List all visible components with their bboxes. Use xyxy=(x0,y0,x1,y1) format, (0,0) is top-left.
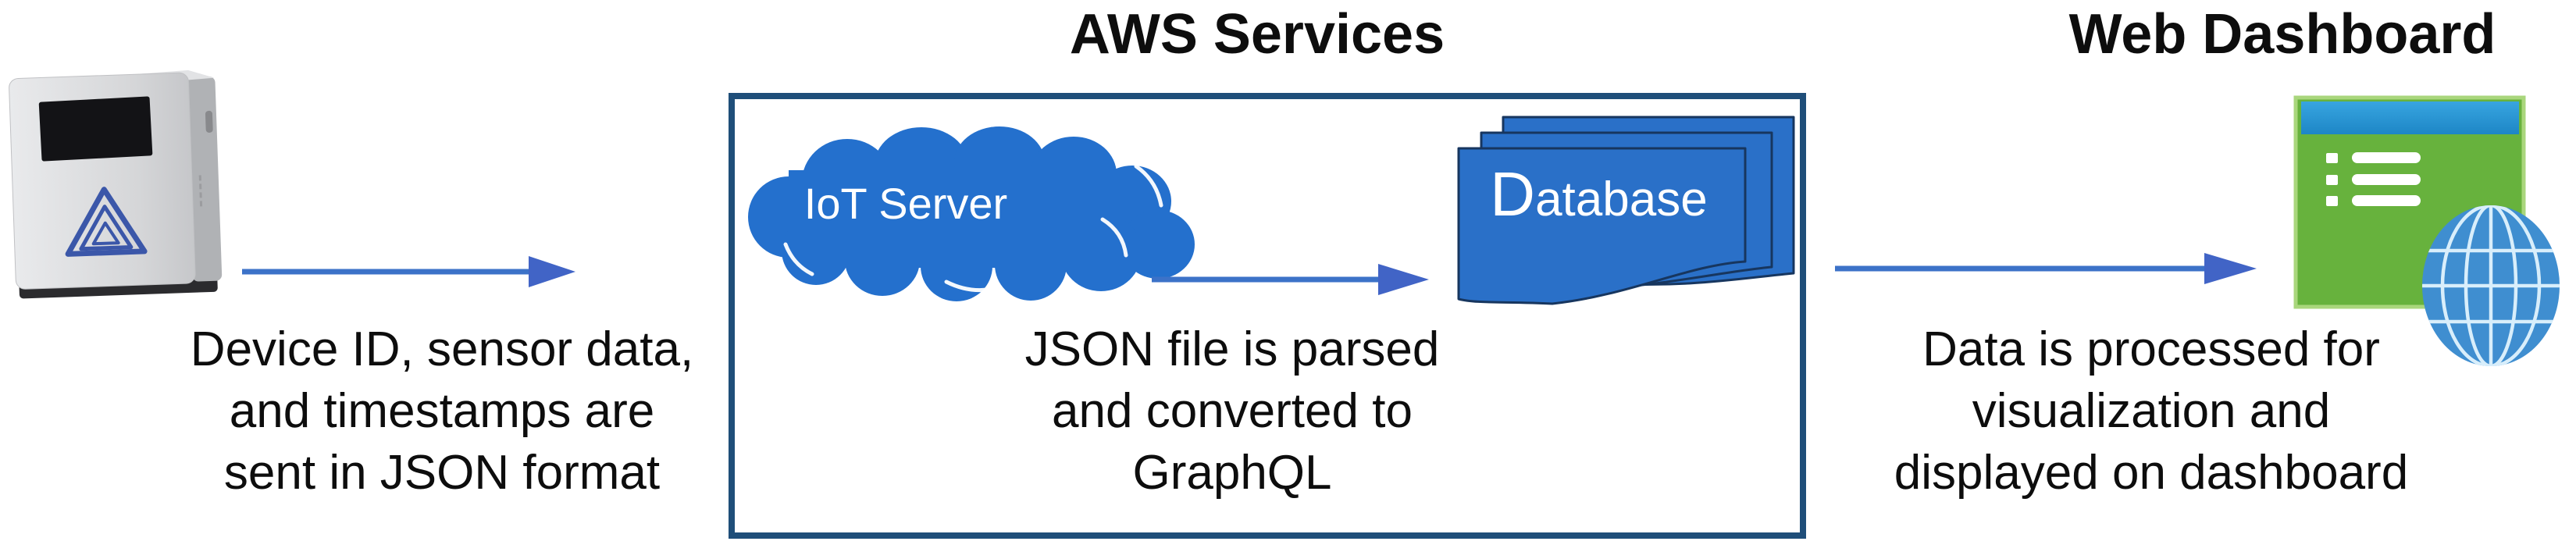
arrow-device-to-aws-icon xyxy=(242,256,575,287)
arrow-cloud-to-database-icon xyxy=(1152,264,1429,295)
caption-line: visualization and xyxy=(1972,384,2331,438)
caption-line: displayed on dashboard xyxy=(1894,446,2409,500)
dashboard-list-icon xyxy=(2326,152,2421,206)
device-side-button xyxy=(205,110,213,133)
dashboard-window-icon xyxy=(2293,95,2560,366)
globe-icon xyxy=(2422,205,2560,366)
documents-stack-icon xyxy=(1457,116,1795,305)
aws-services-box xyxy=(729,93,1806,539)
caption-inside-aws: JSON file is parsed and converted to Gra… xyxy=(920,319,1545,504)
caption-line: JSON file is parsed xyxy=(1024,322,1440,376)
dashboard-title-bar xyxy=(2301,101,2519,134)
device-side-vents xyxy=(198,175,203,207)
iot-server-label: IoT Server xyxy=(803,179,1008,228)
iot-device-icon xyxy=(9,69,223,299)
caption-device-to-aws: Device ID, sensor data, and timestamps a… xyxy=(130,319,754,504)
web-dashboard-title: Web Dashboard xyxy=(2068,3,2496,66)
device-screen xyxy=(38,96,153,162)
database-sheet-front xyxy=(1457,147,1747,305)
device-logo-triangle xyxy=(65,187,148,257)
arrow-aws-to-dashboard-icon xyxy=(1835,253,2257,284)
cloud-icon xyxy=(748,126,1195,301)
caption-line: GraphQL xyxy=(1132,446,1332,500)
caption-line: and converted to xyxy=(1052,384,1413,438)
caption-aws-to-dashboard: Data is processed for visualization and … xyxy=(1839,319,2464,504)
caption-line: Device ID, sensor data, xyxy=(190,322,694,376)
cloud-puff-separators xyxy=(783,164,1163,293)
database-label: Database xyxy=(1490,159,1708,229)
aws-services-title: AWS Services xyxy=(1069,3,1445,66)
caption-line: sent in JSON format xyxy=(223,446,661,500)
caption-line: Data is processed for xyxy=(1922,322,2380,376)
caption-line: and timestamps are xyxy=(229,384,655,438)
